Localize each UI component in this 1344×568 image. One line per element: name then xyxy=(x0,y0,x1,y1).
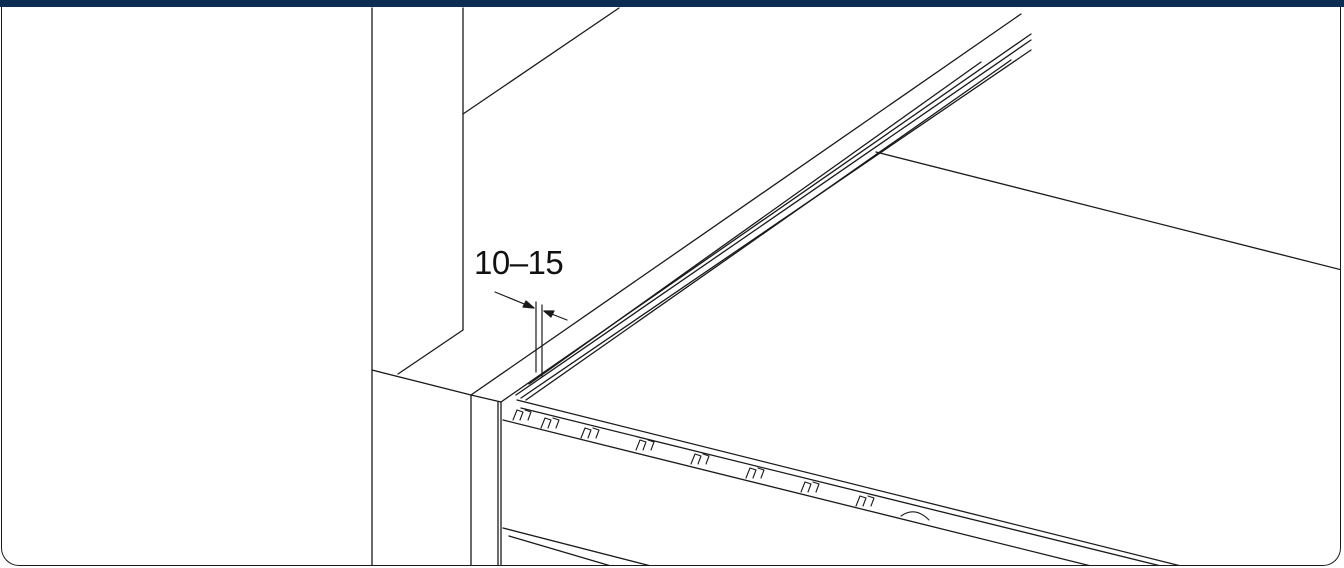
edge-profile xyxy=(515,39,1032,401)
dimension-label: 10–15 xyxy=(474,244,564,281)
dimension-marks xyxy=(494,291,568,377)
illustration-panel xyxy=(1,7,1341,566)
installation-drawing xyxy=(371,7,1340,565)
wall-column xyxy=(371,7,620,565)
front-panel xyxy=(502,399,1180,565)
header-bar xyxy=(0,0,1344,7)
worktop-surface xyxy=(470,13,1340,565)
clip-fasteners xyxy=(512,409,930,521)
